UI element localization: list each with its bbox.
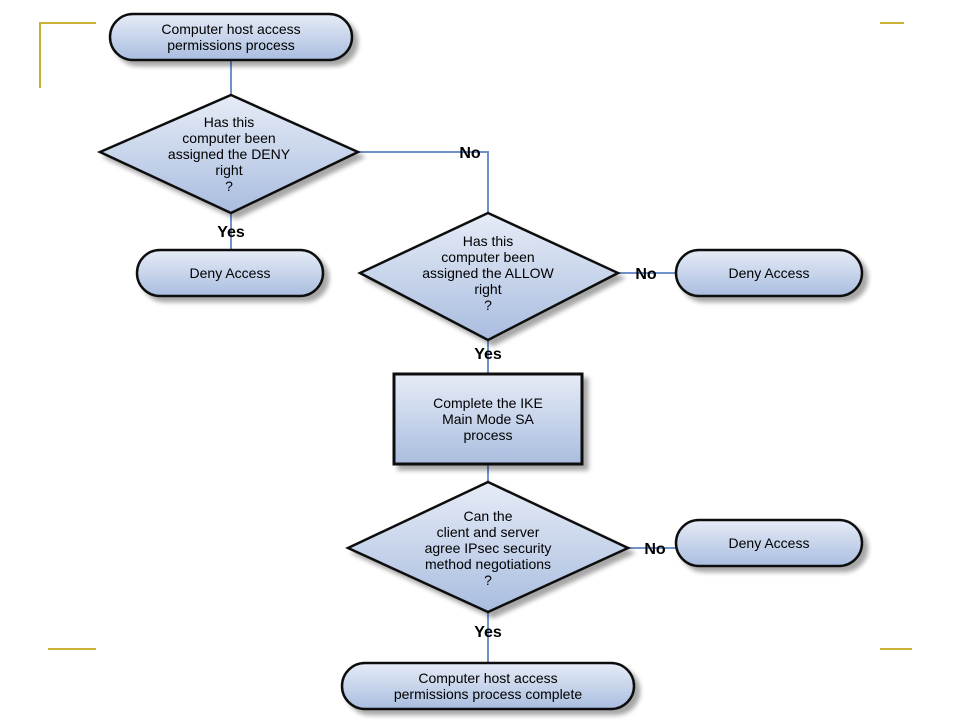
deny-access-node-3-text: Deny Access xyxy=(729,535,810,551)
node-text-line: Main Mode SA xyxy=(442,411,534,427)
deny-access-node-1: Deny Access xyxy=(135,248,325,298)
node-text-line: ? xyxy=(484,572,492,588)
node-text-line: assigned the DENY xyxy=(168,146,291,162)
node-text-line: method negotiations xyxy=(425,556,551,572)
node-text-line: Deny Access xyxy=(729,265,810,281)
node-text-line: computer been xyxy=(182,130,275,146)
node-text-line: permissions process complete xyxy=(394,686,583,702)
node-text-line: Computer host access xyxy=(161,21,300,37)
edge-labels: No Yes No Yes No Yes xyxy=(217,145,666,641)
label-allow-yes: Yes xyxy=(474,346,502,363)
label-ipsec-no: No xyxy=(644,541,666,558)
label-allow-no: No xyxy=(635,266,657,283)
node-text-line: computer been xyxy=(441,249,534,265)
node-text-line: agree IPsec security xyxy=(425,540,552,556)
slide-decorations xyxy=(39,22,912,650)
node-text-line: permissions process xyxy=(167,37,295,53)
node-text-line: Can the xyxy=(463,508,512,524)
node-text-line: assigned the ALLOW xyxy=(422,265,554,281)
node-text-line: Deny Access xyxy=(729,535,810,551)
deny-access-node-3: Deny Access xyxy=(674,518,864,568)
node-text-line: Computer host access xyxy=(418,670,557,686)
deny-access-node-1-text: Deny Access xyxy=(190,265,271,281)
connectors xyxy=(230,60,676,663)
node-text-line: right xyxy=(474,281,501,297)
deny-access-node-2: Deny Access xyxy=(674,248,864,298)
node-text-line: Has this xyxy=(204,114,255,130)
corner-bracket-top-left xyxy=(39,22,96,88)
label-ipsec-yes: Yes xyxy=(474,624,502,641)
node-text-line: Has this xyxy=(463,233,514,249)
node-text-line: process xyxy=(463,427,512,443)
node-text-line: client and server xyxy=(437,524,540,540)
connector-deny-question-no xyxy=(358,151,489,213)
node-text-line: Deny Access xyxy=(190,265,271,281)
node-text-line: right xyxy=(215,162,242,178)
node-text-line: ? xyxy=(225,178,233,194)
node-text-line: ? xyxy=(484,297,492,313)
label-deny-no: No xyxy=(459,145,481,162)
deny-access-node-2-text: Deny Access xyxy=(729,265,810,281)
label-deny-yes: Yes xyxy=(217,224,245,241)
node-text-line: Complete the IKE xyxy=(433,395,543,411)
